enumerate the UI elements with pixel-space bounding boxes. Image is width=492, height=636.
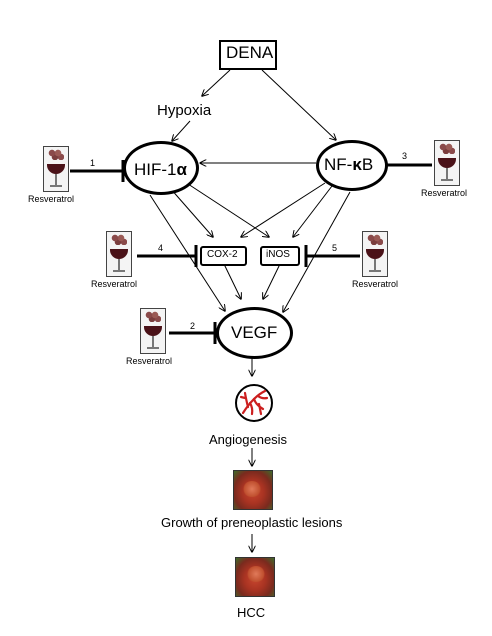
inhibitor-number-4: 4 (158, 243, 164, 253)
arrow-nfkb-cox2 (241, 182, 326, 237)
hif1a-label: HIF-1α (134, 160, 187, 180)
hypoxia-label: Hypoxia (157, 102, 212, 119)
resveratrol-icon (106, 231, 132, 277)
hif1a-label-symbol: α (176, 160, 187, 179)
growth-label: Growth of preneoplastic lesions (161, 515, 343, 530)
resveratrol-icon (362, 231, 388, 277)
hcc-tissue-image (235, 557, 275, 597)
nfkb-label-symbol: κ (352, 155, 362, 174)
hcc-label: HCC (237, 605, 266, 620)
vegf-node (216, 307, 293, 359)
resveratrol-label-5: Resveratrol (352, 279, 399, 289)
inos-node (260, 246, 300, 266)
arrow-inos-vegf (263, 263, 281, 299)
inhibitor-number-2: 2 (190, 321, 196, 331)
arrow-hif1a-vegf (149, 194, 225, 311)
resveratrol-label-4: Resveratrol (91, 279, 138, 289)
arrow-dena-nfkb (261, 69, 336, 140)
resveratrol-icon (43, 146, 69, 192)
arrow-nfkb-vegf (283, 191, 351, 312)
inhibitor-number-1: 1 (90, 158, 96, 168)
arrow-hypoxia-hif1a (172, 120, 191, 141)
arrow-hif1a-inos (184, 181, 269, 237)
resveratrol-icon (140, 308, 166, 354)
arrow-dena-hypoxia (202, 69, 231, 96)
arrow-hif1a-cox2 (169, 187, 213, 237)
blood-vessel-icon (235, 384, 273, 422)
dena-label: DENA (226, 43, 274, 62)
hif1a-node (123, 141, 199, 195)
vegf-label: VEGF (231, 323, 278, 342)
arrow-cox2-vegf (223, 263, 241, 299)
dena-node (219, 40, 277, 70)
cox2-node (200, 246, 247, 266)
nfkb-label-prefix: NF- (324, 155, 353, 174)
resveratrol-label-1: Resveratrol (28, 194, 75, 204)
nfkb-label-suffix: B (361, 155, 374, 174)
activation-arrows (149, 69, 351, 552)
resveratrol-label-3: Resveratrol (421, 188, 468, 198)
nfkb-label: NF-κB (324, 155, 373, 175)
inhibitor-number-3: 3 (402, 151, 408, 161)
arrow-nfkb-inos (293, 185, 333, 237)
angiogenesis-label: Angiogenesis (209, 432, 288, 447)
resveratrol-icon (434, 140, 460, 186)
inos-label: iNOS (266, 249, 290, 260)
preneoplastic-lesion-image (233, 470, 273, 510)
cox2-label: COX-2 (207, 249, 238, 260)
nfkb-node (316, 140, 388, 191)
inhibitor-number-5: 5 (332, 243, 338, 253)
resveratrol-label-2: Resveratrol (126, 356, 173, 366)
hif1a-label-prefix: HIF-1 (134, 160, 177, 179)
